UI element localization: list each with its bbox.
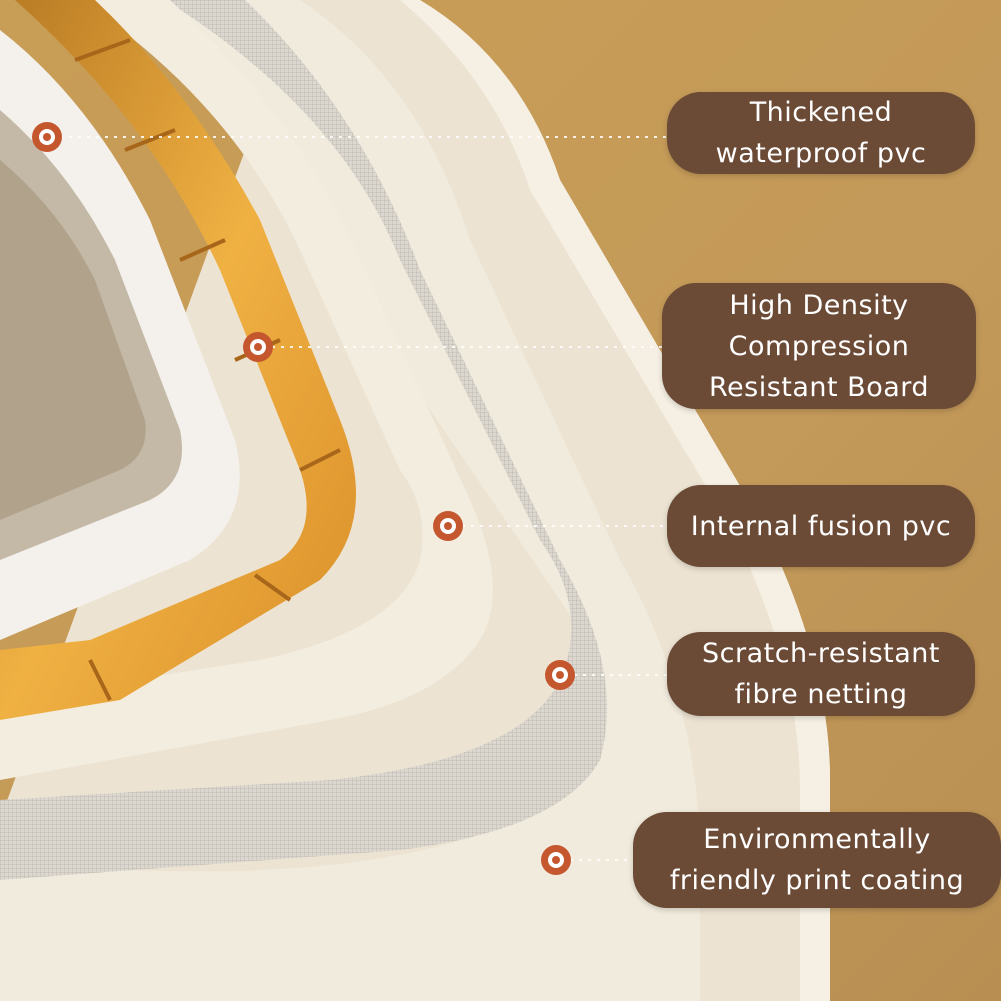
callout-text: High Density Compression Resistant Board [708,289,930,403]
guide-lines [60,136,667,861]
callout-text: Scratch-resistant fibre netting [702,638,940,710]
callout-print-coating: Environmentally friendly print coating [633,812,1001,908]
callout-thickened-pvc: Thickened waterproof pvc [667,92,975,174]
callout-text: Thickened waterproof pvc [715,97,927,169]
marker-dot-icon [433,511,463,541]
callout-text: Environmentally friendly print coating [669,824,965,896]
marker-dot-icon [32,122,62,152]
marker-dot-icon [541,845,571,875]
callout-fibre-netting: Scratch-resistant fibre netting [667,632,975,716]
compression-board [0,0,356,720]
outer-pvc-layer [0,0,700,1001]
callout-internal-pvc: Internal fusion pvc [667,485,975,567]
fibre-netting-layer [0,0,607,880]
marker-dot-icon [243,332,273,362]
callout-compression-board: High Density Compression Resistant Board [662,283,976,409]
callout-text: Internal fusion pvc [690,510,952,542]
marker-dot-icon [545,660,575,690]
inner-window-shade [0,160,146,520]
